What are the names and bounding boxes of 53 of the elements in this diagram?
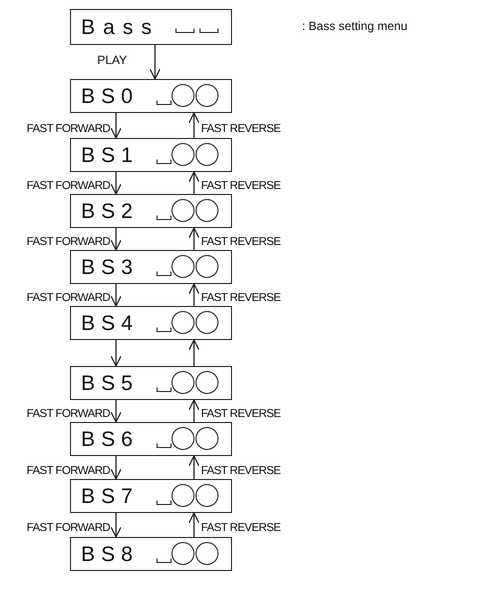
display-text: BS1 — [81, 144, 139, 166]
note-text: : Bass setting menu — [302, 19, 408, 33]
arrow — [110, 228, 122, 251]
edge-label: FAST FORWARD — [26, 409, 110, 420]
display-text: BS0 — [81, 86, 139, 106]
arrow — [110, 284, 122, 307]
edge-label: PLAY — [97, 54, 127, 66]
display-box — [70, 366, 232, 400]
arrow — [110, 340, 122, 367]
arrow — [110, 400, 122, 423]
display-text: BS2 — [81, 200, 139, 222]
display-box — [70, 138, 232, 172]
edge-label: FAST FORWARD — [26, 523, 110, 534]
display-box — [70, 250, 232, 284]
arrow — [188, 399, 200, 422]
arrow — [188, 112, 200, 138]
arrow — [188, 227, 200, 250]
edge-label: FAST FORWARD — [26, 124, 110, 135]
display-text: BS5 — [81, 372, 139, 394]
edge-label: FAST REVERSE — [201, 409, 281, 420]
edge-label: FAST REVERSE — [201, 293, 281, 304]
edge-label: FAST FORWARD — [26, 237, 110, 248]
arrow — [188, 339, 200, 366]
edge-label: FAST FORWARD — [26, 181, 110, 192]
display-box — [70, 79, 232, 113]
edge-label: FAST FORWARD — [26, 293, 110, 304]
edge-label: FAST REVERSE — [201, 466, 281, 477]
display-box — [70, 194, 232, 228]
display-text: BS7 — [81, 486, 139, 506]
edge-label: FAST REVERSE — [201, 181, 281, 192]
display-box — [70, 537, 232, 571]
display-text: BS6 — [81, 428, 139, 450]
arrow — [188, 171, 200, 194]
edge-label: FAST REVERSE — [201, 124, 281, 135]
edge-label: FAST REVERSE — [201, 523, 281, 534]
arrow — [110, 456, 122, 480]
display-text: BS3 — [81, 256, 139, 278]
arrow — [188, 512, 200, 537]
display-box — [70, 306, 232, 340]
edge-label: FAST FORWARD — [26, 466, 110, 477]
arrow — [110, 172, 122, 195]
display-text: BS4 — [81, 312, 139, 334]
edge-label: FAST REVERSE — [201, 237, 281, 248]
arrow — [110, 513, 122, 538]
arrow — [188, 455, 200, 479]
display-box — [70, 422, 232, 456]
arrow — [110, 113, 122, 139]
display-text: BS8 — [81, 544, 139, 564]
display-box — [70, 479, 232, 513]
display-text: Bass — [81, 16, 160, 38]
arrow — [188, 283, 200, 306]
display-box — [70, 9, 232, 45]
arrow — [149, 45, 161, 80]
